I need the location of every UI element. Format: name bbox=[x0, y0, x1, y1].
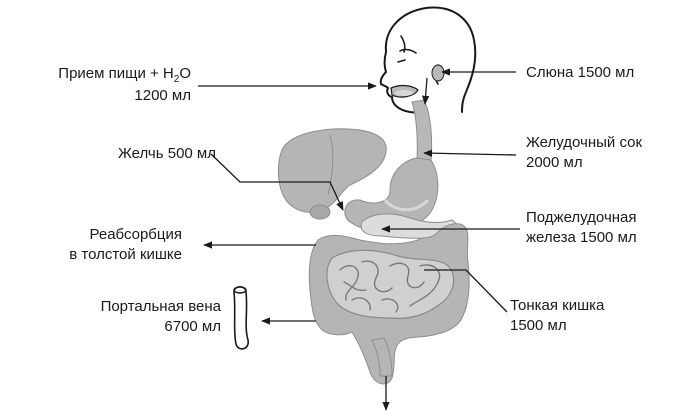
gallbladder bbox=[310, 205, 330, 219]
gastric-juice-label: Желудочный сок 2000 мл bbox=[526, 133, 642, 173]
small-intestine-label: Тонкая кишка 1500 мл bbox=[510, 296, 604, 336]
portal-vein-label: Портальная вена 6700 мл bbox=[101, 297, 221, 337]
saliva-down-arrow bbox=[425, 78, 427, 104]
mouth-region bbox=[391, 65, 444, 97]
portal-vein bbox=[234, 287, 248, 349]
reabsorption-label: Реабсорбция в толстой кишке bbox=[69, 225, 182, 265]
pancreas-label: Поджелудочная железа 1500 мл bbox=[526, 208, 637, 248]
esophagus bbox=[412, 100, 432, 160]
bile-label: Желчь 500 мл bbox=[118, 144, 216, 164]
gastric-arrow bbox=[424, 153, 516, 155]
saliva-label: Слюна 1500 мл bbox=[526, 63, 634, 83]
intake-label: Прием пищи + H2O 1200 мл bbox=[58, 64, 191, 106]
small-intestine bbox=[327, 250, 454, 318]
